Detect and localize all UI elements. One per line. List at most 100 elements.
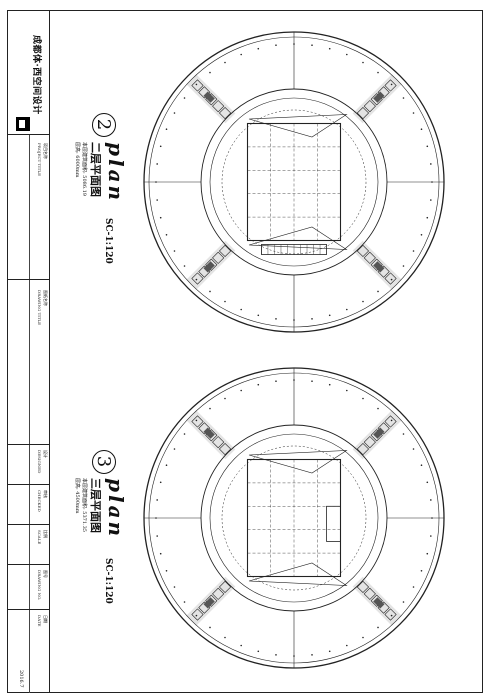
column	[209, 407, 211, 410]
column	[195, 419, 198, 422]
room	[356, 442, 370, 456]
designed-cell: 设计 DESIGNED	[7, 445, 50, 485]
column	[362, 300, 364, 303]
plan-scale: SC-1:120	[103, 558, 113, 604]
seating-tier	[248, 562, 348, 586]
room	[191, 415, 204, 428]
column	[159, 145, 162, 148]
column	[402, 97, 405, 99]
room	[212, 587, 225, 600]
column	[165, 570, 168, 572]
column	[377, 626, 379, 629]
room	[212, 436, 225, 449]
column	[257, 650, 260, 653]
column	[183, 97, 186, 99]
column	[362, 397, 364, 400]
service-room	[326, 505, 341, 542]
column	[209, 626, 211, 629]
column	[346, 308, 348, 311]
seating-tier	[248, 450, 348, 474]
stair-hatch	[203, 597, 215, 609]
concourse-ring-inner	[209, 433, 379, 603]
room	[363, 436, 376, 449]
column	[275, 318, 277, 320]
room	[384, 272, 397, 285]
column	[377, 290, 379, 293]
room	[356, 580, 370, 594]
room	[384, 79, 397, 92]
plan-number-badge: 2	[92, 113, 116, 137]
column	[328, 47, 331, 50]
date-cell: 日期 DATE 2016.7	[7, 610, 50, 693]
column	[377, 407, 379, 410]
column	[346, 644, 348, 647]
column	[426, 481, 429, 484]
plan-area: 本层建筑面积: 5371.35	[81, 478, 87, 532]
drawing-border	[7, 10, 483, 693]
plan-number-badge: 3	[92, 450, 116, 474]
column	[165, 464, 168, 466]
column	[159, 481, 162, 484]
column	[183, 433, 186, 435]
column	[430, 199, 432, 201]
column	[420, 570, 423, 572]
column	[426, 216, 429, 219]
room	[218, 244, 232, 258]
plan-level-3	[143, 367, 445, 669]
column	[402, 601, 405, 603]
column	[156, 499, 158, 501]
stair-hatch	[373, 261, 385, 273]
column	[412, 448, 415, 450]
column	[328, 383, 331, 386]
column	[390, 614, 393, 617]
seating-tier	[248, 226, 348, 250]
stair-hatch	[373, 597, 385, 609]
column	[173, 586, 176, 588]
column	[420, 128, 423, 130]
checked-cell: 审核 CHECKED	[7, 485, 50, 525]
drawing-title-cell: 图纸名称 DRAWING TITLE	[7, 280, 50, 445]
column	[412, 250, 415, 252]
column	[412, 586, 415, 588]
room	[212, 100, 225, 113]
column	[159, 216, 162, 219]
stair-hatch	[203, 427, 215, 439]
column	[195, 83, 198, 86]
column	[426, 552, 429, 555]
room	[356, 106, 370, 120]
column	[240, 308, 242, 311]
room	[363, 100, 376, 113]
room	[356, 244, 370, 258]
column	[362, 61, 364, 64]
seating-tier	[248, 114, 348, 138]
column	[346, 389, 348, 392]
room	[384, 608, 397, 621]
room	[384, 415, 397, 428]
column	[430, 499, 432, 501]
column	[328, 314, 331, 317]
column	[209, 71, 211, 74]
column	[346, 53, 348, 56]
seating-edge	[221, 445, 367, 591]
stair-hatch	[203, 91, 215, 103]
plan-height: 层高: 6000mm	[74, 142, 80, 178]
column	[311, 318, 313, 320]
stair-hatch	[373, 91, 385, 103]
room	[191, 272, 204, 285]
column	[362, 636, 364, 639]
column	[240, 389, 242, 392]
plan-number: 2	[93, 118, 115, 131]
column	[159, 552, 162, 555]
drawing-no-cell: 图号 DRAWING NO.	[7, 565, 50, 610]
column	[390, 278, 393, 281]
column	[165, 128, 168, 130]
plan-area: 本层建筑面积: 5086.19	[81, 142, 87, 196]
plan-name: 三层平面图	[89, 478, 102, 533]
plan-script-label: plan	[104, 142, 128, 204]
column	[165, 234, 168, 236]
firm-cell: 成都体·西空间设计	[7, 10, 50, 135]
column	[224, 300, 226, 303]
project-title-cell: 项目名称 PROJECT TITLE	[7, 135, 50, 280]
column	[412, 112, 415, 114]
